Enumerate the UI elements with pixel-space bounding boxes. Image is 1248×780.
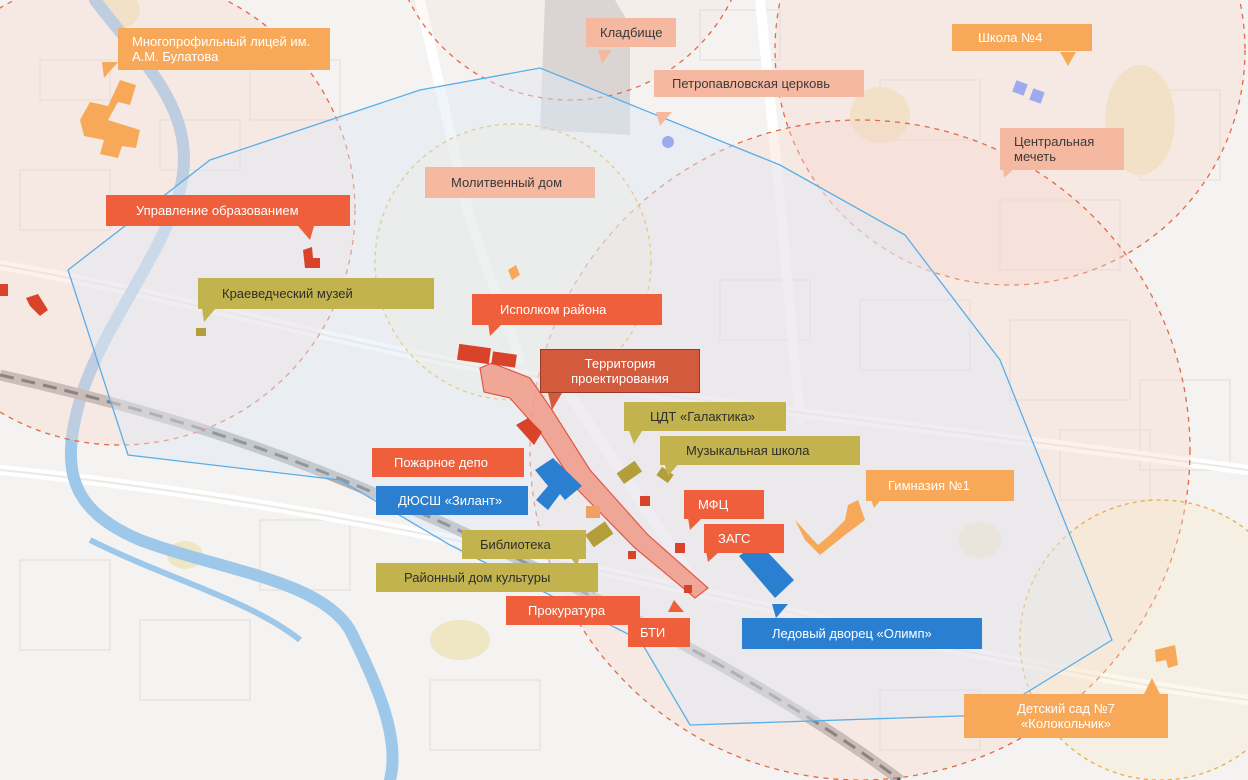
- label-education-dept[interactable]: Управление образованием: [106, 195, 350, 226]
- label-ice-palace[interactable]: Ледовый дворец «Олимп»: [742, 618, 982, 649]
- label-prayer-house[interactable]: Молитвенный дом: [425, 167, 595, 198]
- label-school-4[interactable]: Школа №4: [952, 24, 1092, 51]
- label-mfc[interactable]: МФЦ: [684, 490, 764, 519]
- label-registry[interactable]: ЗАГС: [704, 524, 784, 553]
- label-church[interactable]: Петропавловская церковь: [654, 70, 864, 97]
- label-prosecutor[interactable]: Прокуратура: [506, 596, 640, 625]
- label-library[interactable]: Библиотека: [462, 530, 586, 559]
- label-gymnasium[interactable]: Гимназия №1: [866, 470, 1014, 501]
- label-mosque[interactable]: Центральная мечеть: [1000, 128, 1124, 170]
- label-bti[interactable]: БТИ: [628, 618, 690, 647]
- label-project-territory[interactable]: Территория проектирования: [540, 349, 700, 393]
- label-zilant[interactable]: ДЮСШ «Зилант»: [376, 486, 528, 515]
- label-galaktika[interactable]: ЦДТ «Галактика»: [624, 402, 786, 431]
- label-fire-depot[interactable]: Пожарное депо: [372, 448, 524, 477]
- label-music-school[interactable]: Музыкальная школа: [660, 436, 860, 465]
- label-culture-house[interactable]: Районный дом культуры: [376, 563, 598, 592]
- label-executive[interactable]: Исполком района: [472, 294, 662, 325]
- label-museum[interactable]: Краеведческий музей: [198, 278, 434, 309]
- label-kindergarten[interactable]: Детский сад №7 «Колокольчик»: [964, 694, 1168, 738]
- label-lyceum[interactable]: Многопрофильный лицей им. А.М. Булатова: [118, 28, 330, 70]
- label-cemetery[interactable]: Кладбище: [586, 18, 677, 47]
